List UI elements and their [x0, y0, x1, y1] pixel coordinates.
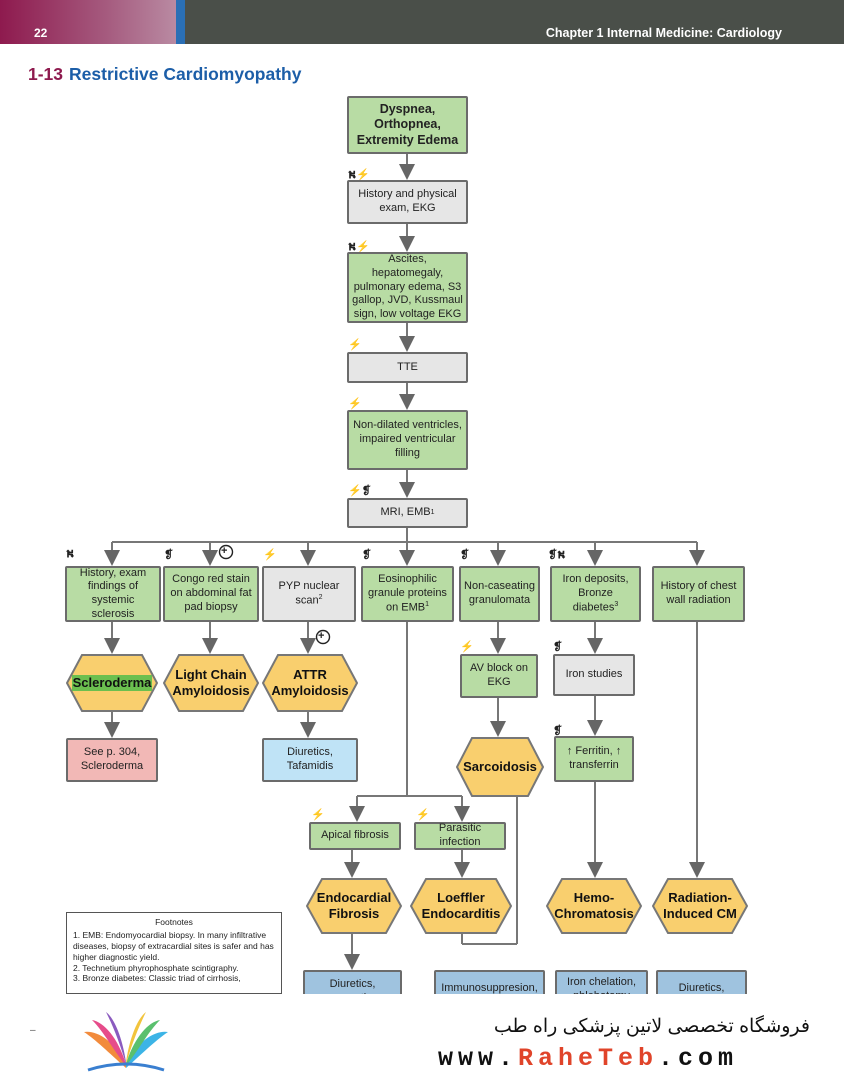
title-text: Restrictive Cardiomyopathy: [69, 64, 302, 84]
diagnosis-sarcoidosis: Sarcoidosis: [456, 737, 544, 797]
flowchart-connectors: [104, 154, 705, 970]
store-name: فروشگاه تخصصی لاتین پزشکی راه طب: [493, 1016, 810, 1037]
history-exam-node: History and physical exam, EKG: [347, 180, 468, 224]
tte-node: TTE: [347, 352, 468, 383]
test-tube-icon: ❡: [553, 641, 563, 653]
branch-chest-radiation: History of chest wall radiation: [652, 566, 745, 622]
branch-granulomata: Non-caseating granulomata: [459, 566, 540, 622]
diagnosis-light-chain: Light Chain Amyloidosis: [163, 654, 259, 712]
branch-pyp-scan: PYP nuclear scan2: [262, 566, 356, 622]
branch-congo-red: Congo red stain on abdominal fat pad bio…: [163, 566, 259, 622]
stethoscope-icon: ⛕⚡: [348, 169, 370, 181]
findings-node: Ascites, hepatomegaly, pulmonary edema, …: [347, 252, 468, 323]
footnote-item: 3. Bronze diabetes: Classic triad of cir…: [73, 973, 241, 984]
av-block-node: AV block on EKG: [460, 654, 538, 698]
diagnosis-scleroderma: Scleroderma: [66, 654, 158, 712]
test-tube-icon: ❡: [553, 725, 563, 737]
scleroderma-reference: See p. 304, Scleroderma: [66, 738, 158, 782]
header-stripe: [176, 0, 185, 44]
ekg-icon: ⚡: [311, 809, 325, 821]
footnote-item: 1. EMB: Endomyocardial biopsy. In many i…: [73, 929, 274, 962]
branch-iron-deposits: Iron deposits, Bronze diabetes3: [550, 566, 641, 622]
diagnosis-hemochromatosis: Hemo- Chromatosis: [546, 878, 642, 934]
diagnosis-loeffler: Loeffler Endocarditis: [410, 878, 512, 934]
positive-result-icon: +: [221, 545, 228, 557]
stethoscope-icon: ⛕⚡: [348, 241, 370, 253]
branch-eosinophilic: Eosinophilic granule proteins on EMB1: [361, 566, 454, 622]
start-node: Dyspnea, Orthopnea, Extremity Edema: [347, 96, 468, 154]
diagnosis-endocardial-fibrosis: Endocardial Fibrosis: [306, 878, 402, 934]
title-number: 1-13: [28, 64, 64, 84]
chapter-title: Chapter 1 Internal Medicine: Cardiology: [545, 26, 782, 40]
header-accent: [0, 0, 176, 44]
test-tube-icon: ❡: [460, 549, 470, 561]
footnotes-heading: Footnotes: [155, 917, 193, 927]
diagnosis-radiation-cm: Radiation- Induced CM: [652, 878, 748, 934]
ekg-icon: ⚡: [348, 398, 362, 410]
website-url: www.RaheTeb.com: [438, 1044, 739, 1073]
ekg-icon: ⚡: [348, 339, 362, 351]
test-tube-icon: ❡⛕: [548, 549, 566, 561]
branch-systemic-sclerosis: History, exam findings of systemic scler…: [65, 566, 161, 622]
footnotes-box: Footnotes 1. EMB: Endomyocardial biopsy.…: [66, 912, 282, 994]
iron-studies-node: Iron studies: [553, 654, 635, 696]
test-tube-icon: ❡: [164, 549, 174, 561]
book-logo-icon: [84, 1012, 168, 1072]
footnote-item: 2. Technetium phyrophosphate scintigraph…: [73, 962, 239, 973]
ekg-icon: ⚡: [263, 549, 277, 561]
test-tube-icon: ❡: [362, 549, 372, 561]
footer-dash: –: [30, 1025, 36, 1036]
parasitic-infection-node: Parasitic infection: [414, 822, 506, 850]
ferritin-node: ↑ Ferritin, ↑ transferrin: [554, 736, 634, 782]
diagnosis-attr: ATTR Amyloidosis: [262, 654, 358, 712]
apical-fibrosis-node: Apical fibrosis: [309, 822, 401, 850]
stethoscope-icon: ⛕: [66, 548, 75, 560]
page-number: 22: [34, 26, 48, 40]
ekg-icon: ⚡❡: [348, 485, 371, 497]
nondilated-node: Non-dilated ventricles, impaired ventric…: [347, 410, 468, 470]
positive-result-icon: +: [318, 630, 325, 642]
attr-treatment: Diuretics, Tafamidis: [262, 738, 358, 782]
ekg-icon: ⚡: [460, 641, 474, 653]
ekg-icon: ⚡: [416, 809, 430, 821]
